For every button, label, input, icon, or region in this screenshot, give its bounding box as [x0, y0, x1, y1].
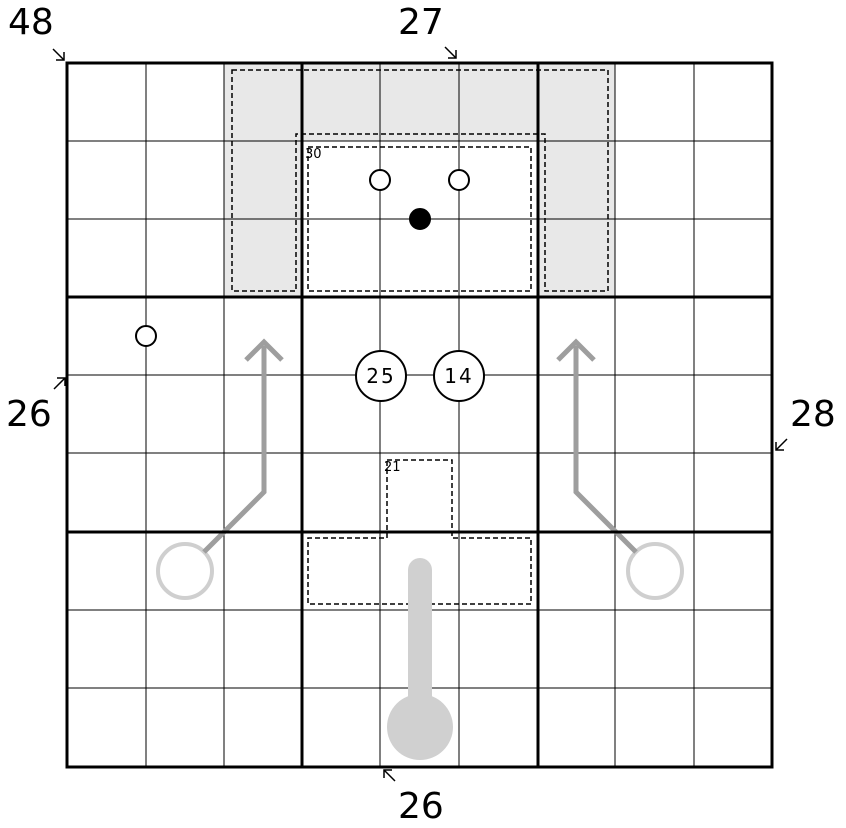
grid-cell-r1c6[interactable] [459, 63, 537, 141]
grid-cell-r8c7[interactable] [537, 611, 615, 689]
grid-cell-r9c3[interactable] [224, 689, 302, 767]
grid-cell-r8c2[interactable] [145, 611, 223, 689]
grid-cell-r7c1[interactable] [67, 532, 145, 610]
white-dot [135, 325, 157, 347]
grid-cell-r7c7[interactable] [537, 532, 615, 610]
grid-cell-r9c9[interactable] [694, 689, 772, 767]
grid-cell-r2c8[interactable] [615, 141, 693, 219]
grid-cell-r7c3[interactable] [224, 532, 302, 610]
grid-cell-r1c8[interactable] [615, 63, 693, 141]
thermometer-bulb [387, 694, 453, 760]
grid-cell-r9c7[interactable] [537, 689, 615, 767]
grid-lines-box [65, 61, 774, 769]
grid-cell-r6c9[interactable] [694, 454, 772, 532]
grid-cell-r8c9[interactable] [694, 611, 772, 689]
grid-cell-r2c1[interactable] [67, 141, 145, 219]
grid-cell-r1c9[interactable] [694, 63, 772, 141]
grid-cell-r3c9[interactable] [694, 219, 772, 297]
white-dot [448, 169, 470, 191]
grid-cell-r6c6[interactable] [459, 454, 537, 532]
cage-sum-label: 21 [384, 460, 401, 475]
quadruple-circle: 25 [355, 350, 407, 402]
outside-clue-top-left: 48 [8, 2, 65, 61]
grid-cell-r3c8[interactable] [615, 219, 693, 297]
grid-cell-r9c8[interactable] [615, 689, 693, 767]
grid-cell-r3c7[interactable] [537, 219, 615, 297]
grid-cell-r8c6[interactable] [459, 611, 537, 689]
diagonal-arrow-icon [444, 46, 457, 59]
grid-cell-r5c2[interactable] [145, 376, 223, 454]
outside-clue-left: 26 [6, 377, 66, 435]
clue-label: 26 [6, 394, 52, 435]
shaded-region [224, 63, 615, 297]
grid-cell-r9c1[interactable] [67, 689, 145, 767]
cage-sum-label: 30 [305, 147, 322, 162]
quadruple-digits: 14 [444, 364, 473, 388]
diagonal-arrow-icon [775, 438, 788, 451]
grid-cell-r7c9[interactable] [694, 532, 772, 610]
grid-cell-r3c1[interactable] [67, 219, 145, 297]
grid-cell-r1c2[interactable] [145, 63, 223, 141]
arrow-bulb [156, 542, 214, 600]
grid-cell-r5c9[interactable] [694, 376, 772, 454]
arrow-bulb [626, 542, 684, 600]
clue-label: 27 [398, 2, 444, 43]
grid-cell-r6c2[interactable] [145, 454, 223, 532]
grid-cell-r9c4[interactable] [302, 689, 380, 767]
grid-cell-r2c7[interactable] [537, 141, 615, 219]
diagonal-arrow-icon [52, 48, 65, 61]
grid-cell-r4c2[interactable] [145, 298, 223, 376]
black-dot [409, 208, 431, 230]
grid-cell-r1c5[interactable] [380, 63, 458, 141]
grid-cell-r2c3[interactable] [224, 141, 302, 219]
grid-cell-r6c1[interactable] [67, 454, 145, 532]
quadruple-digits: 25 [366, 364, 395, 388]
grid-cell-r9c6[interactable] [459, 689, 537, 767]
outside-clue-right: 28 [775, 394, 836, 451]
grid-cell-r1c4[interactable] [302, 63, 380, 141]
grid-cell-r2c9[interactable] [694, 141, 772, 219]
grid-cell-r8c8[interactable] [615, 611, 693, 689]
grid-cell-r4c1[interactable] [67, 298, 145, 376]
grid-cell-r6c8[interactable] [615, 454, 693, 532]
grid-cell-r4c8[interactable] [615, 298, 693, 376]
white-dot [369, 169, 391, 191]
clue-label: 26 [398, 786, 444, 827]
grid-cell-r8c3[interactable] [224, 611, 302, 689]
kropki-dots [135, 169, 470, 347]
grid-cell-r5c8[interactable] [615, 376, 693, 454]
grid-cell-r8c1[interactable] [67, 611, 145, 689]
grid-cell-r9c2[interactable] [145, 689, 223, 767]
grid-cell-r4c9[interactable] [694, 298, 772, 376]
grid-cell-r1c7[interactable] [537, 63, 615, 141]
diagonal-arrow-icon [383, 769, 396, 782]
grid-cell-r5c1[interactable] [67, 376, 145, 454]
outside-clue-bottom: 26 [383, 769, 444, 827]
thermometer [387, 558, 453, 760]
quadruple-circle: 14 [433, 350, 485, 402]
outside-clue-top: 27 [398, 2, 457, 59]
grid-cell-r3c3[interactable] [224, 219, 302, 297]
grid-cell-r8c4[interactable] [302, 611, 380, 689]
grid-cell-r1c3[interactable] [224, 63, 302, 141]
diagonal-arrow-icon [53, 377, 66, 390]
grid-cell-r3c2[interactable] [145, 219, 223, 297]
clue-label: 28 [790, 394, 836, 435]
grid-cell-r2c2[interactable] [145, 141, 223, 219]
clue-label: 48 [8, 2, 54, 43]
grid-cell-r1c1[interactable] [67, 63, 145, 141]
grid-cell-r6c4[interactable] [302, 454, 380, 532]
